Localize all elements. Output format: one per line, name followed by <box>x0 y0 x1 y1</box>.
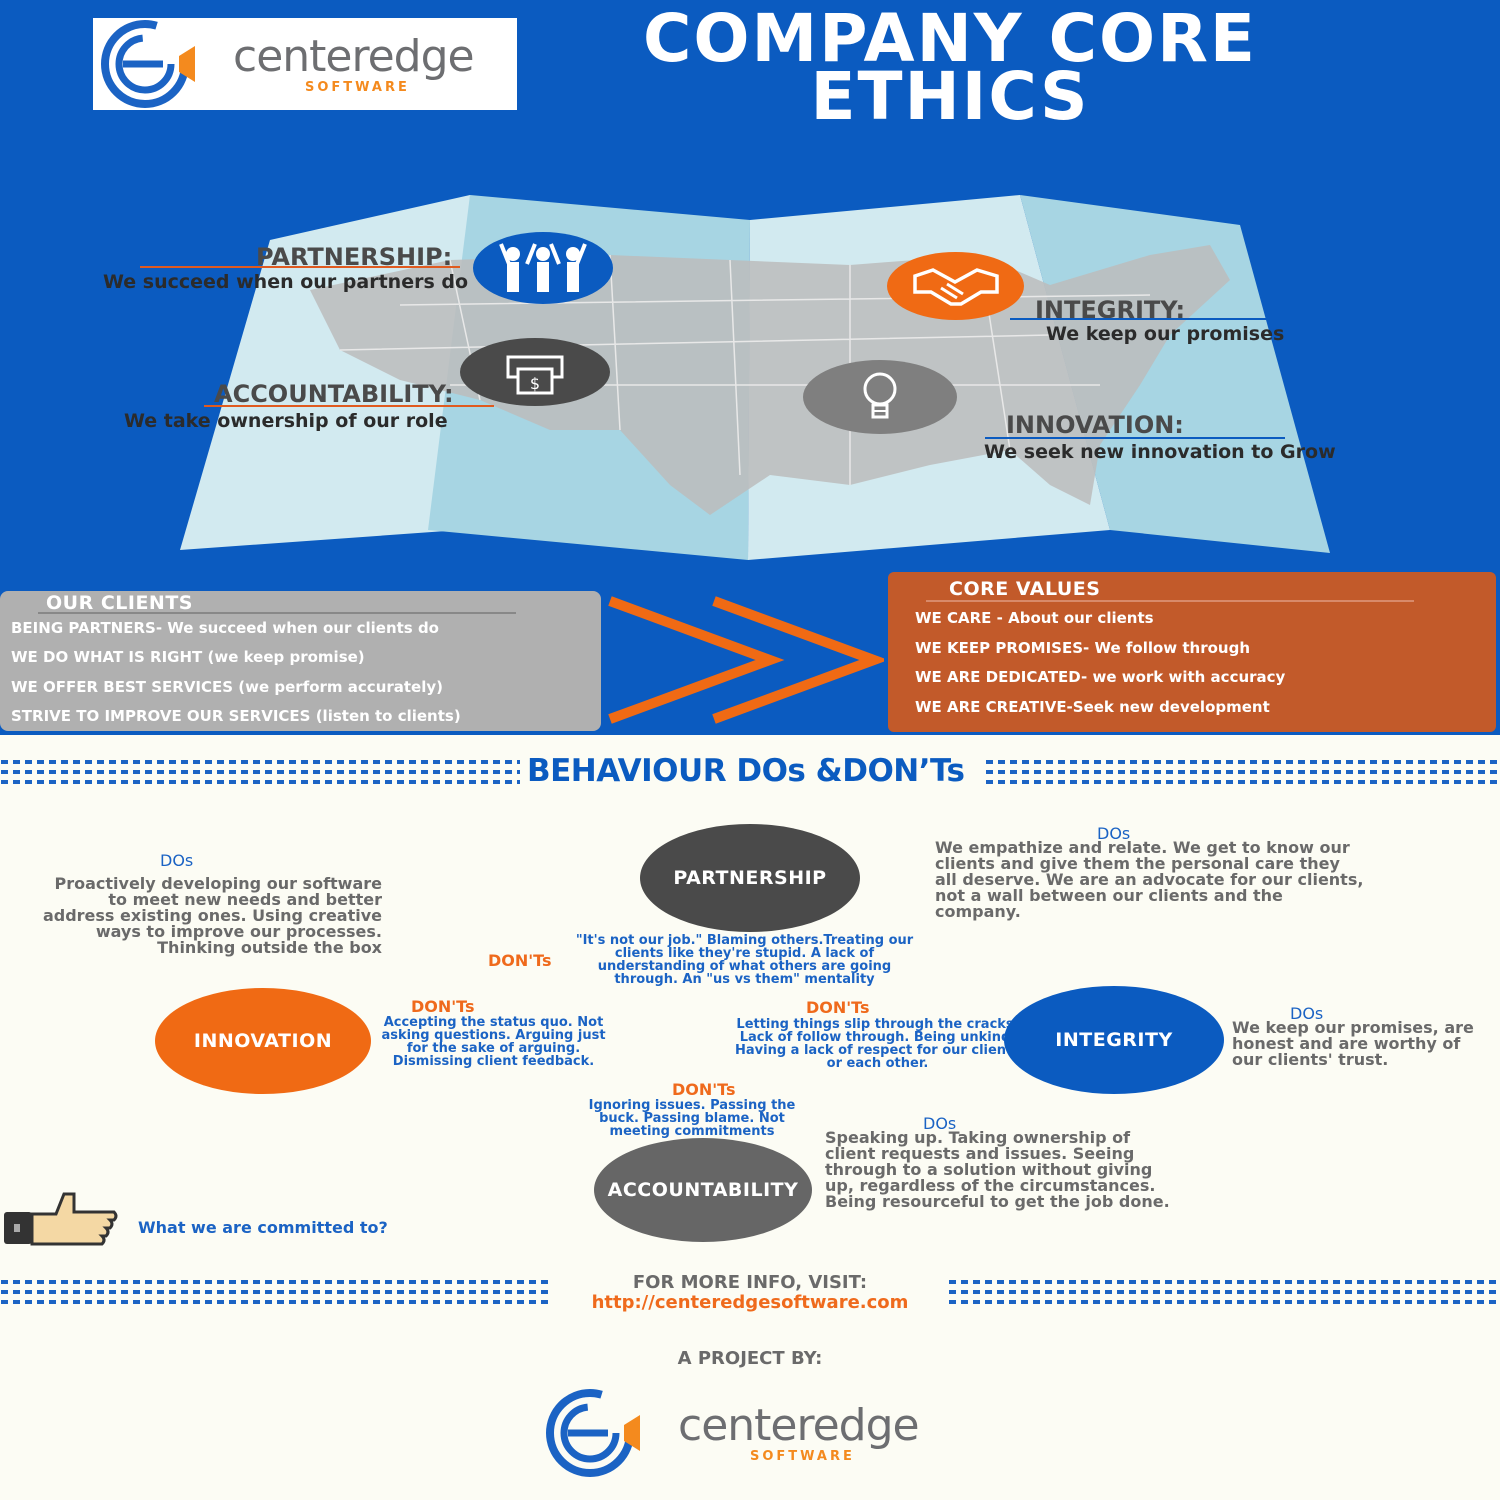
brand-wordmark: centeredge <box>678 1399 920 1451</box>
committed-text: What we are committed to? <box>138 1218 388 1237</box>
brand-wordmark: centeredge <box>233 30 475 82</box>
integrity-dos-text: We keep our promises, are honest and are… <box>1232 1018 1474 1069</box>
our-clients-panel: OUR CLIENTS BEING PARTNERS- We succeed w… <box>0 591 601 731</box>
partnership-dos-text: We empathize and relate. We get to know … <box>935 838 1364 921</box>
list-item: WE DO WHAT IS RIGHT (we keep promise) <box>11 648 365 666</box>
partnership-donts-label: DON'Ts <box>488 951 552 970</box>
innovation-donts-label: DON'Ts <box>411 997 475 1016</box>
list-item: STRIVE TO IMPROVE OUR SERVICES (listen t… <box>11 707 461 725</box>
top-banner: centeredge SOFTWARE COMPANY CORE ETHICS … <box>0 0 1500 735</box>
divider <box>1010 318 1270 320</box>
divider <box>38 612 516 614</box>
accountability-donts-label: DON'Ts <box>672 1080 736 1099</box>
dash-pattern-left <box>0 758 520 786</box>
website-link[interactable]: http://centeredgesoftware.com <box>591 1292 909 1313</box>
list-item: WE CARE - About our clients <box>915 609 1154 627</box>
map-sub-integrity: We keep our promises <box>1046 323 1285 345</box>
thumbs-up-icon <box>4 1192 118 1246</box>
our-clients-heading: OUR CLIENTS <box>46 592 193 614</box>
integrity-dos-label: DOs <box>1290 1004 1324 1023</box>
partnership-circle: PARTNERSHIP <box>640 824 860 932</box>
integrity-donts-label: DON'Ts <box>806 998 870 1017</box>
innovation-circle: INNOVATION <box>155 988 371 1094</box>
list-item: WE ARE DEDICATED- we work with accuracy <box>915 668 1286 686</box>
map-sub-accountability: We take ownership of our role <box>124 410 448 432</box>
list-item: WE KEEP PROMISES- We follow through <box>915 639 1251 657</box>
divider <box>204 405 494 407</box>
innovation-dos-label: DOs <box>160 851 194 870</box>
partnership-dos-label: DOs <box>1097 824 1131 843</box>
dash-pattern-right <box>948 1278 1500 1306</box>
lightbulb-icon <box>803 360 957 434</box>
core-values-heading: CORE VALUES <box>949 578 1101 600</box>
list-item: BEING PARTNERS- We succeed when our clie… <box>11 619 439 637</box>
partnership-donts-text: "It's not our job." Blaming others.Treat… <box>575 933 914 987</box>
innovation-dos-text: Proactively developing our software to m… <box>42 874 382 957</box>
chevron-right-icon <box>608 596 884 724</box>
brand-subtitle: SOFTWARE <box>750 1448 855 1464</box>
accountability-circle: ACCOUNTABILITY <box>594 1138 812 1242</box>
handshake-icon <box>887 252 1024 320</box>
innovation-donts-text: Accepting the status quo. Not asking que… <box>381 1015 606 1069</box>
list-item: WE OFFER BEST SERVICES (we perform accur… <box>11 678 444 696</box>
printer-money-icon: $ <box>460 338 610 406</box>
team-icon <box>473 232 613 304</box>
centeredge-logo-icon <box>101 20 195 108</box>
divider <box>985 437 1285 439</box>
map-title-accountability: ACCOUNTABILITY: <box>214 380 454 408</box>
accountability-donts-text: Ignoring issues. Passing the buck. Passi… <box>588 1098 796 1139</box>
integrity-donts-text: Letting things slip through the cracks. … <box>735 1017 1021 1071</box>
integrity-circle: INTEGRITY <box>1004 986 1224 1094</box>
svg-text:$: $ <box>530 374 540 393</box>
more-info-label: FOR MORE INFO, VISIT: <box>632 1272 868 1293</box>
map-title-innovation: INNOVATION: <box>1006 411 1184 439</box>
accountability-dos-text: Speaking up. Taking ownership of client … <box>825 1128 1170 1211</box>
core-values-panel: CORE VALUES WE CARE - About our clients … <box>888 572 1496 732</box>
brand-subtitle: SOFTWARE <box>305 79 410 95</box>
project-by-label: A PROJECT BY: <box>677 1348 823 1369</box>
brand-logo-bottom: centeredge SOFTWARE <box>538 1385 962 1481</box>
folded-map-illustration <box>180 195 1330 560</box>
accountability-dos-label: DOs <box>923 1114 957 1133</box>
map-sub-innovation: We seek new innovation to Grow <box>984 441 1336 463</box>
behaviour-title: BEHAVIOUR DOs &DON’Ts <box>527 753 965 789</box>
divider <box>926 600 1414 602</box>
dash-pattern-right <box>985 758 1500 786</box>
centeredge-logo-icon <box>546 1389 640 1477</box>
divider <box>140 266 460 268</box>
brand-logo: centeredge SOFTWARE <box>93 18 517 110</box>
dash-pattern-left <box>0 1278 548 1306</box>
list-item: WE ARE CREATIVE-Seek new development <box>915 698 1270 716</box>
map-sub-partnership: We succeed when our partners do <box>103 271 469 293</box>
page-title: COMPANY CORE ETHICS <box>642 0 1258 135</box>
